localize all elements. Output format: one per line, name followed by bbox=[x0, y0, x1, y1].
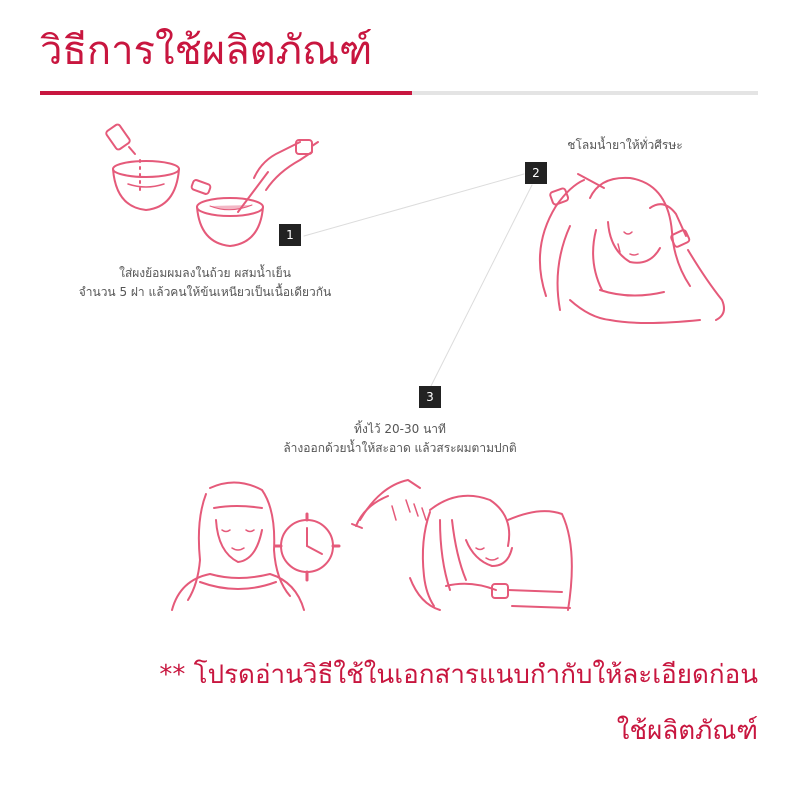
step-3-line-1: ทิ้งไว้ 20-30 นาที bbox=[354, 422, 446, 436]
note-line-1: ** โปรดอ่านวิธีใช้ในเอกสารแนบกำกับให้ละเ… bbox=[159, 660, 758, 690]
note-line-2: ใช้ผลิตภัณฑ์ bbox=[616, 716, 758, 746]
step-2-line-1: ชโลมน้ำยาให้ทั่วศีรษะ bbox=[567, 138, 683, 152]
step-1-text: ใส่ผงย้อมผมลงในถ้วย ผสมน้ำเย็น จำนวน 5 ฝ… bbox=[30, 264, 380, 302]
applying-dye-icon bbox=[538, 173, 725, 324]
step-1-line-2: จำนวน 5 ฝา แล้วคนให้ข้นเหนียวเป็นเนื้อเด… bbox=[78, 285, 332, 299]
step-1-badge: 1 bbox=[279, 224, 301, 246]
step-2-badge: 2 bbox=[525, 162, 547, 184]
rinse-hair-icon bbox=[351, 479, 573, 611]
step-3-text: ทิ้งไว้ 20-30 นาที ล้างออกด้วยน้ำให้สะอา… bbox=[230, 420, 570, 458]
clock-icon bbox=[273, 512, 341, 582]
title-divider-accent bbox=[40, 91, 412, 95]
mixing-bowl-icon bbox=[105, 123, 319, 247]
step-3-badge: 3 bbox=[419, 386, 441, 408]
step-2-text: ชโลมน้ำยาให้ทั่วศีรษะ bbox=[530, 136, 720, 155]
page-title: วิธีการใช้ผลิตภัณฑ์ bbox=[40, 28, 373, 74]
step-3-line-2: ล้างออกด้วยน้ำให้สะอาด แล้วสระผมตามปกติ bbox=[283, 441, 517, 455]
wait-woman-icon bbox=[171, 481, 305, 611]
step-connector-lines bbox=[303, 173, 533, 387]
step-1-line-1: ใส่ผงย้อมผมลงในถ้วย ผสมน้ำเย็น bbox=[119, 266, 291, 280]
